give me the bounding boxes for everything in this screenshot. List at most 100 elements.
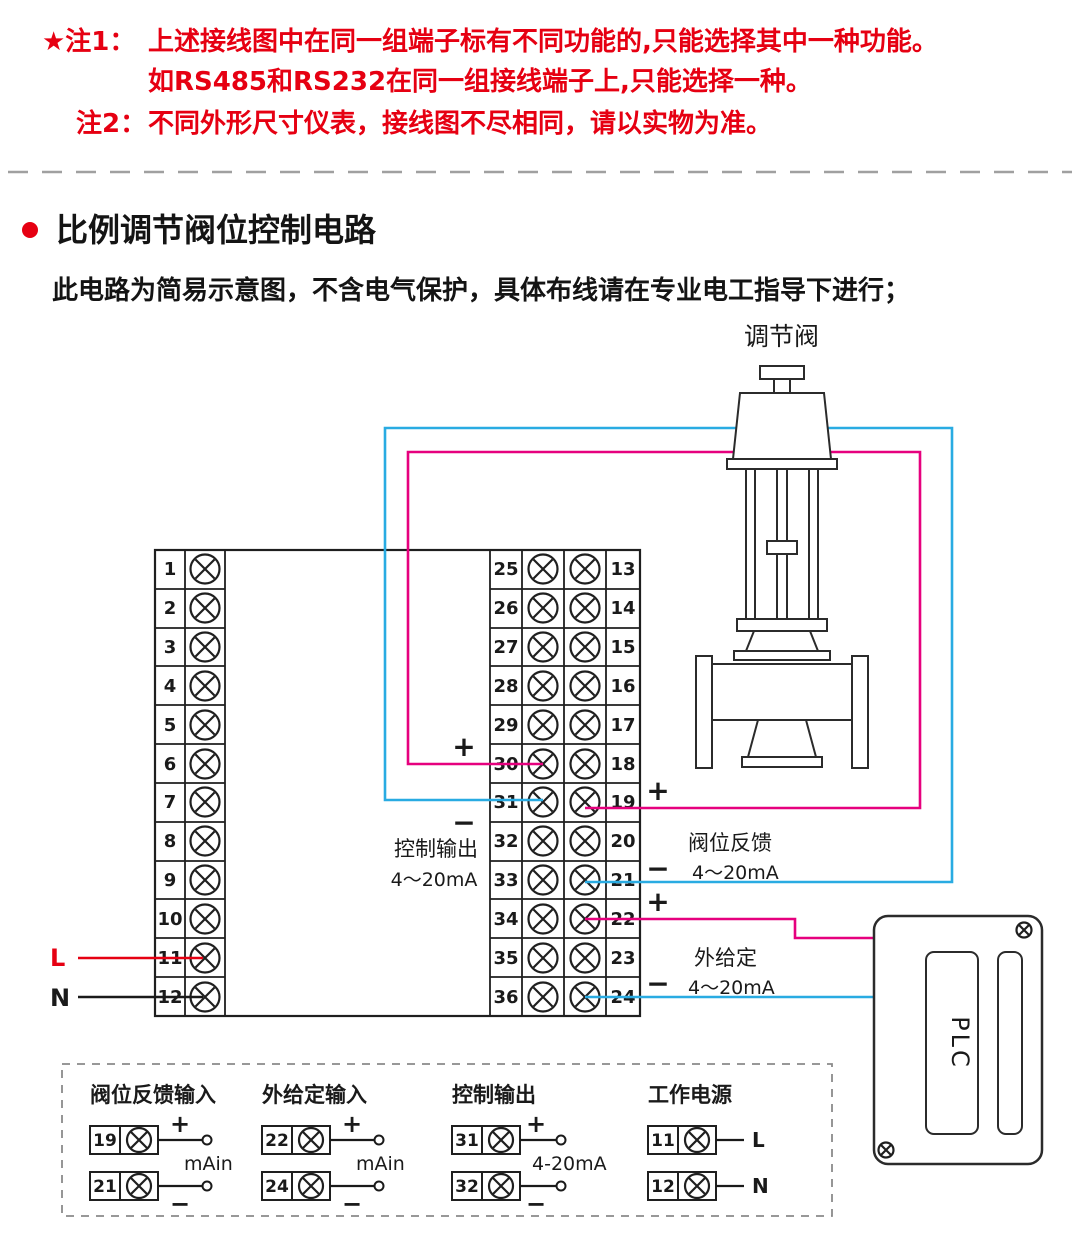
control-output-range: 4～20mA bbox=[391, 869, 478, 891]
legend-caption: mAin bbox=[184, 1153, 233, 1175]
terminal-number: 31 bbox=[455, 1131, 479, 1151]
terminal-number: 36 bbox=[493, 987, 518, 1008]
terminal-number-cell bbox=[89, 1125, 121, 1155]
terminal-number: 1 bbox=[164, 559, 177, 580]
control-output-minus-sign: − bbox=[452, 806, 475, 839]
valve-feedback-minus-sign: − bbox=[646, 852, 669, 885]
screw-terminal-icon bbox=[527, 631, 559, 663]
terminal-grid-lines bbox=[155, 550, 640, 1016]
valve-yoke-left bbox=[745, 468, 756, 620]
legend-caption: 4-20mA bbox=[532, 1153, 607, 1175]
terminal-number: 31 bbox=[493, 792, 518, 813]
legend-group-working-power: 工作电源 11 L 12 N bbox=[647, 1083, 769, 1201]
terminal-number: 5 bbox=[164, 715, 177, 736]
screw-terminal-icon bbox=[569, 631, 601, 663]
terminal-number: 3 bbox=[164, 637, 177, 658]
screw-terminal-icon bbox=[527, 592, 559, 624]
terminal-number: 6 bbox=[164, 754, 177, 775]
screw-terminal-icon bbox=[189, 709, 221, 741]
terminal-number: 8 bbox=[164, 831, 177, 852]
wiring bbox=[78, 426, 954, 999]
screw-terminal-icon bbox=[683, 1172, 711, 1200]
screw-terminal-icon bbox=[569, 942, 601, 974]
valve-top-cap bbox=[759, 365, 805, 380]
terminal-number: 29 bbox=[493, 715, 518, 736]
valve-base-plate bbox=[741, 756, 823, 768]
screw-terminal-icon bbox=[189, 670, 221, 702]
screw-terminal-icon bbox=[527, 709, 559, 741]
valve-actuator-flange bbox=[726, 458, 838, 470]
terminal-number: 2 bbox=[164, 598, 177, 619]
plc-terminal-strip bbox=[997, 951, 1023, 1135]
screw-terminal-icon bbox=[189, 864, 221, 896]
section-title: 比例调节阀位控制电路 bbox=[56, 211, 377, 249]
wire-external-setpoint-plus-pink bbox=[585, 917, 876, 940]
polarity-sign: + bbox=[342, 1110, 362, 1138]
terminal-number: 13 bbox=[610, 559, 635, 580]
screw-terminal-icon bbox=[189, 748, 221, 780]
terminal-number: 18 bbox=[610, 754, 635, 775]
valve-left-flange bbox=[695, 655, 713, 769]
screw-terminal-icon bbox=[569, 592, 601, 624]
terminal-number: 32 bbox=[493, 831, 518, 852]
terminal-number: 9 bbox=[164, 870, 177, 891]
plc-label-panel bbox=[925, 951, 979, 1135]
wire-valve-loop-blue bbox=[383, 426, 954, 884]
legend-group-title: 阀位反馈输入 bbox=[90, 1083, 216, 1107]
valve-bonnet bbox=[744, 630, 820, 652]
screw-terminal-icon bbox=[569, 864, 601, 896]
terminal-number: 16 bbox=[610, 676, 635, 697]
section-bullet bbox=[22, 222, 38, 238]
terminal-number: 17 bbox=[610, 715, 635, 736]
screw-terminal-icon bbox=[569, 748, 601, 780]
control-output-label: 控制输出 bbox=[394, 837, 478, 861]
screw-terminal-icon bbox=[527, 864, 559, 896]
terminal-number: 35 bbox=[493, 948, 518, 969]
note1-label: ★注1： bbox=[42, 26, 135, 57]
screw-terminal-icon bbox=[189, 553, 221, 585]
valve-yoke-base bbox=[736, 618, 828, 632]
screw-terminal-icon bbox=[569, 709, 601, 741]
screw-terminal-icon bbox=[189, 592, 221, 624]
instrument-terminal-blocks: 1 2 3 4 5 6 7 8 9 10 11 12 25 26 27 28 2… bbox=[153, 548, 642, 1018]
valve-feedback-plus-sign: + bbox=[646, 774, 669, 807]
screw-terminal-icon bbox=[189, 825, 221, 857]
terminal-number: 22 bbox=[265, 1131, 289, 1151]
live-label: L bbox=[50, 944, 65, 972]
wire-end-terminal bbox=[373, 1134, 385, 1146]
screw-terminal-icon bbox=[297, 1126, 325, 1154]
terminal-number: 32 bbox=[455, 1177, 479, 1197]
polarity-sign: − bbox=[342, 1190, 362, 1218]
screw-terminal-icon bbox=[125, 1172, 153, 1200]
control-valve bbox=[695, 365, 869, 769]
neutral-terminal-label: N bbox=[752, 1174, 769, 1198]
plc-corner-screw-icon bbox=[1015, 921, 1033, 939]
valve-feedback-label: 阀位反馈 bbox=[688, 831, 772, 855]
screw-terminal-icon bbox=[683, 1126, 711, 1154]
terminal-number: 21 bbox=[610, 870, 635, 891]
terminal-number: 15 bbox=[610, 637, 635, 658]
screw-terminal-icon bbox=[527, 670, 559, 702]
polarity-sign: + bbox=[170, 1110, 190, 1138]
terminal-number: 11 bbox=[651, 1131, 675, 1151]
screw-terminal-icon bbox=[189, 786, 221, 818]
note2-label: 注2： bbox=[76, 108, 146, 139]
wire-end-terminal bbox=[201, 1134, 213, 1146]
screw-terminal-icon bbox=[189, 631, 221, 663]
wire-valve-loop-pink bbox=[406, 450, 922, 810]
external-setpoint-minus-sign: − bbox=[646, 967, 669, 1000]
note2-text: 不同外形尺寸仪表，接线图不尽相同，请以实物为准。 bbox=[148, 108, 772, 139]
terminal-number: 27 bbox=[493, 637, 518, 658]
terminal-number: 25 bbox=[493, 559, 518, 580]
terminal-number: 34 bbox=[493, 909, 518, 930]
live-terminal-label: L bbox=[752, 1128, 765, 1152]
screw-terminal-icon bbox=[569, 786, 601, 818]
legend-group-title: 外给定输入 bbox=[262, 1083, 367, 1107]
wire-end-terminal bbox=[555, 1134, 567, 1146]
diagram-labels: 调节阀 控制输出 4～20mA 阀位反馈 4～20mA 外给定 4～20mA +… bbox=[50, 322, 819, 1012]
notes: ★注1： 上述接线图中在同一组端子标有不同功能的,只能选择其中一种功能。 如RS… bbox=[42, 26, 938, 139]
valve-actuator bbox=[731, 392, 833, 460]
external-setpoint-plus-sign: + bbox=[646, 885, 669, 918]
external-setpoint-label: 外给定 bbox=[694, 946, 757, 970]
terminal-number: 7 bbox=[164, 792, 177, 813]
